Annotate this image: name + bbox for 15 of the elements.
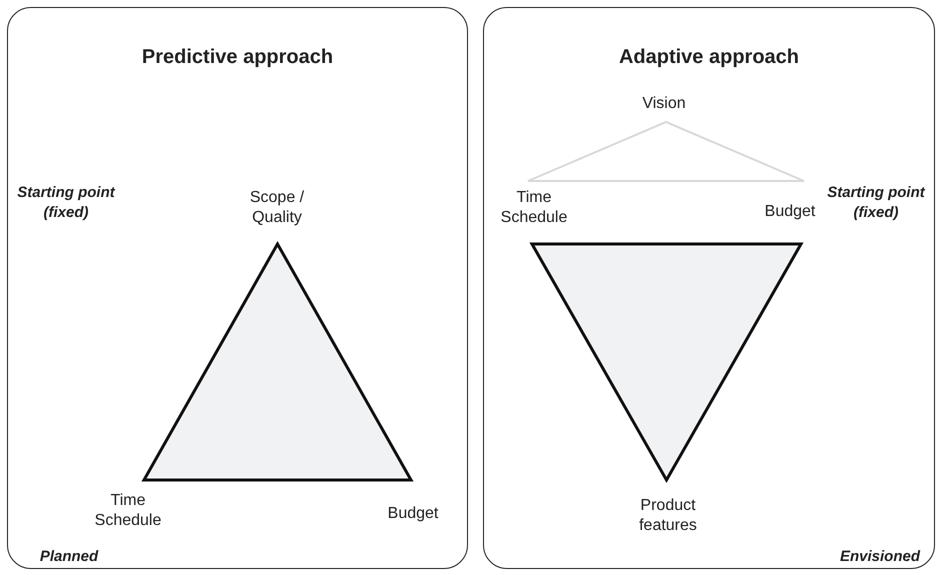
vertex-label: Budget <box>386 504 440 524</box>
vertex-label: Time Schedule <box>500 188 568 228</box>
vertex-label: Vision <box>641 94 687 114</box>
note-label: Planned <box>38 547 100 567</box>
panel-heading: Adaptive approach <box>618 46 800 69</box>
vertex-label: Product features <box>638 496 698 536</box>
vertex-label: Scope / Quality <box>248 188 306 228</box>
note-label: Starting point (fixed) <box>826 183 926 223</box>
vertex-label: Time Schedule <box>94 491 162 531</box>
vertex-label: Budget <box>764 202 816 222</box>
note-label: Envisioned <box>838 547 922 567</box>
note-label: Starting point (fixed) <box>16 183 116 223</box>
approach-panel <box>483 7 935 569</box>
panel-heading: Predictive approach <box>140 46 334 69</box>
approach-panel <box>7 7 468 569</box>
